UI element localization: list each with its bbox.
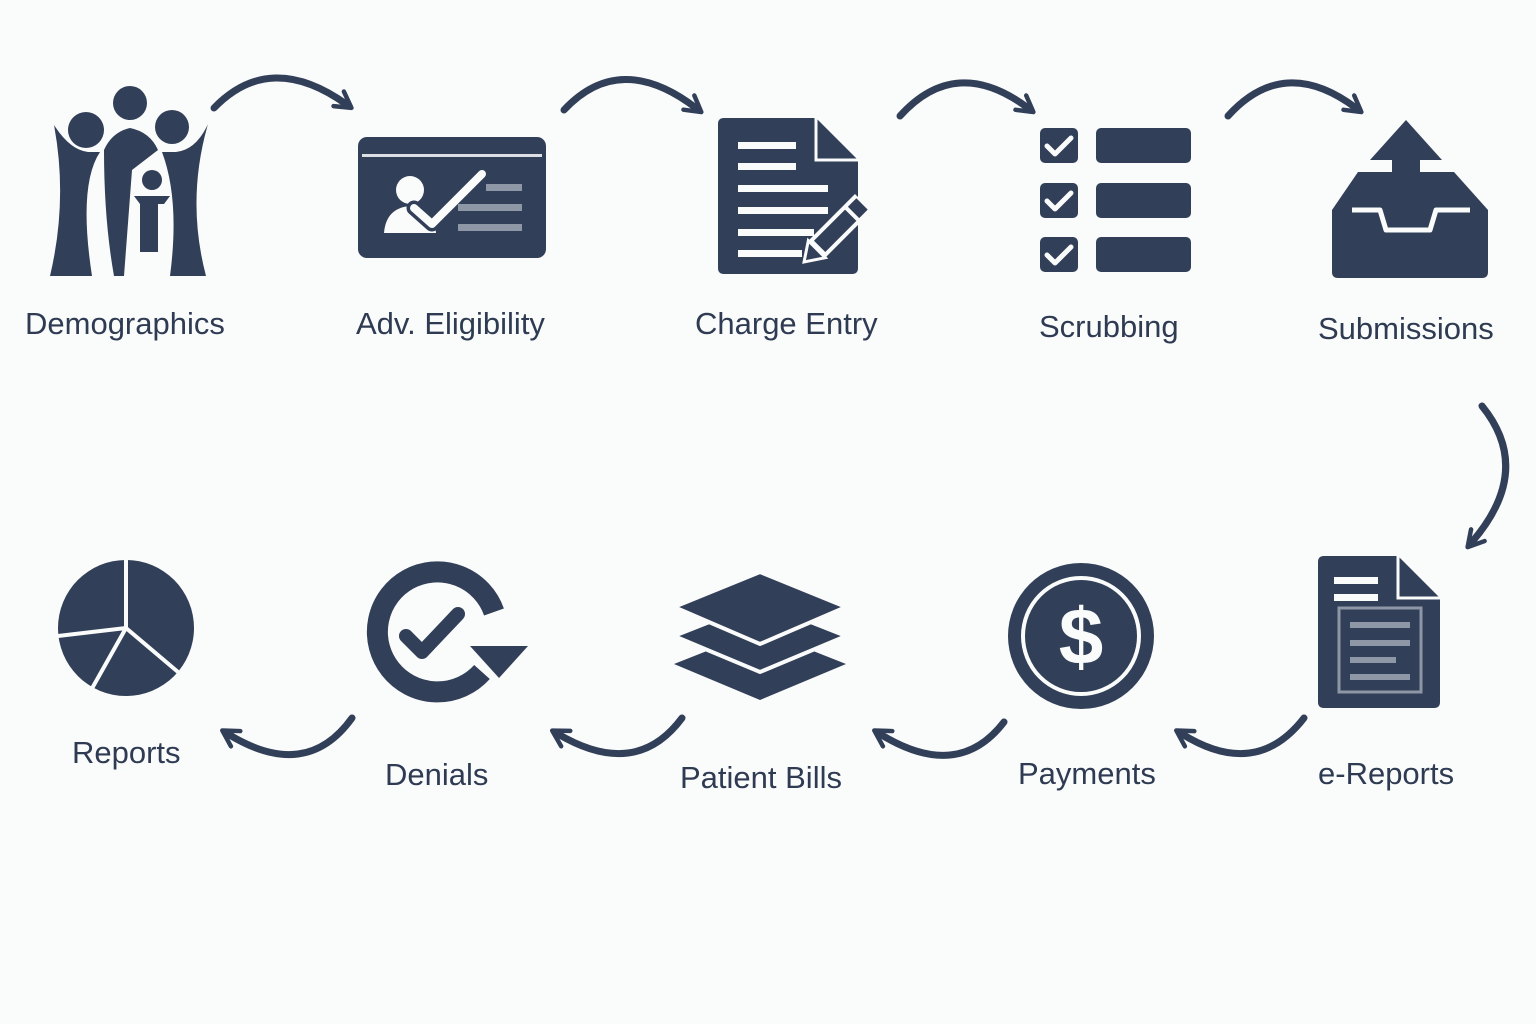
step-label-charge-entry: Charge Entry <box>695 306 878 341</box>
arrow-eligibility-to-charge-entry <box>560 76 704 115</box>
step-label-demographics: Demographics <box>25 306 225 341</box>
arrow-scrubbing-to-submissions <box>1224 79 1364 120</box>
refresh-check-icon <box>366 561 528 703</box>
step-label-submissions: Submissions <box>1318 311 1494 346</box>
report-document-icon <box>1318 556 1440 708</box>
arrow-patient-bills-to-denials <box>549 714 686 757</box>
family-icon <box>50 86 208 276</box>
step-label-adv-eligibility: Adv. Eligibility <box>356 306 545 341</box>
layers-icon <box>668 569 852 700</box>
arrow-ereports-to-payments <box>1174 714 1308 757</box>
step-label-scrubbing: Scrubbing <box>1039 309 1179 344</box>
svg-text:$: $ <box>1059 592 1104 681</box>
pie-chart-icon <box>57 560 194 696</box>
document-pencil-icon <box>718 118 872 274</box>
checklist-icon <box>1040 128 1191 272</box>
arrow-denials-to-reports <box>220 714 356 758</box>
step-label-patient-bills: Patient Bills <box>680 760 842 795</box>
dollar-coin-icon: $ <box>1008 563 1154 709</box>
step-label-reports: Reports <box>72 735 181 770</box>
step-label-denials: Denials <box>385 757 489 792</box>
id-card-check-icon <box>358 137 546 258</box>
arrow-demographics-to-eligibility <box>210 74 354 112</box>
arrow-charge-entry-to-scrubbing <box>896 79 1036 120</box>
arrow-payments-to-patient-bills <box>872 718 1008 759</box>
step-label-payments: Payments <box>1018 756 1156 791</box>
arrow-submissions-to-ereports <box>1465 402 1510 550</box>
step-label-e-reports: e-Reports <box>1318 756 1455 791</box>
upload-tray-icon <box>1332 120 1488 278</box>
